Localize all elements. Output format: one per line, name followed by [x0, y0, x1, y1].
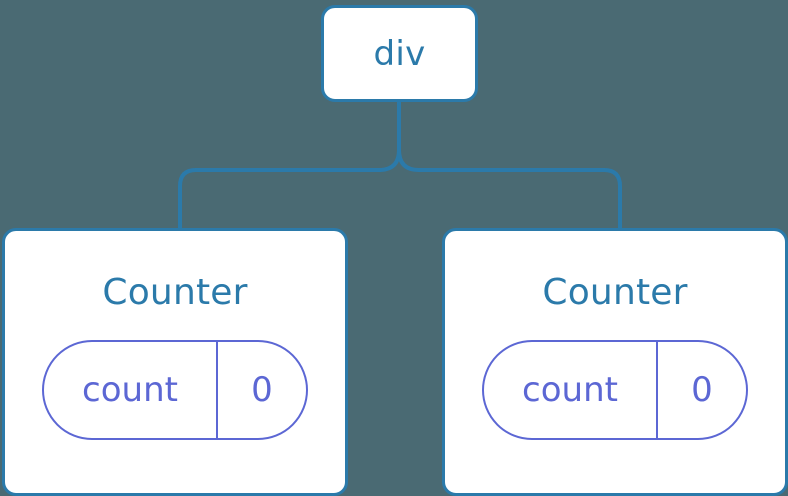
state-key-left-text: count — [82, 370, 178, 410]
state-value-left-text: 0 — [251, 370, 273, 410]
node-counter-right-label: Counter — [542, 272, 688, 313]
connector-branch-left — [178, 149, 401, 228]
state-pill-right[interactable]: count 0 — [482, 340, 748, 440]
node-div[interactable]: div — [321, 5, 478, 102]
node-counter-left-label: Counter — [102, 272, 248, 313]
state-value-right: 0 — [658, 342, 746, 438]
state-key-right-text: count — [522, 370, 618, 410]
node-div-label: div — [373, 33, 426, 74]
state-value-right-text: 0 — [691, 370, 713, 410]
connector-branch-right — [397, 149, 622, 228]
state-pill-left[interactable]: count 0 — [42, 340, 308, 440]
node-counter-left[interactable]: Counter count 0 — [2, 228, 348, 496]
node-counter-right[interactable]: Counter count 0 — [442, 228, 788, 496]
state-value-left: 0 — [218, 342, 306, 438]
state-key-left: count — [44, 342, 218, 438]
state-key-right: count — [484, 342, 658, 438]
